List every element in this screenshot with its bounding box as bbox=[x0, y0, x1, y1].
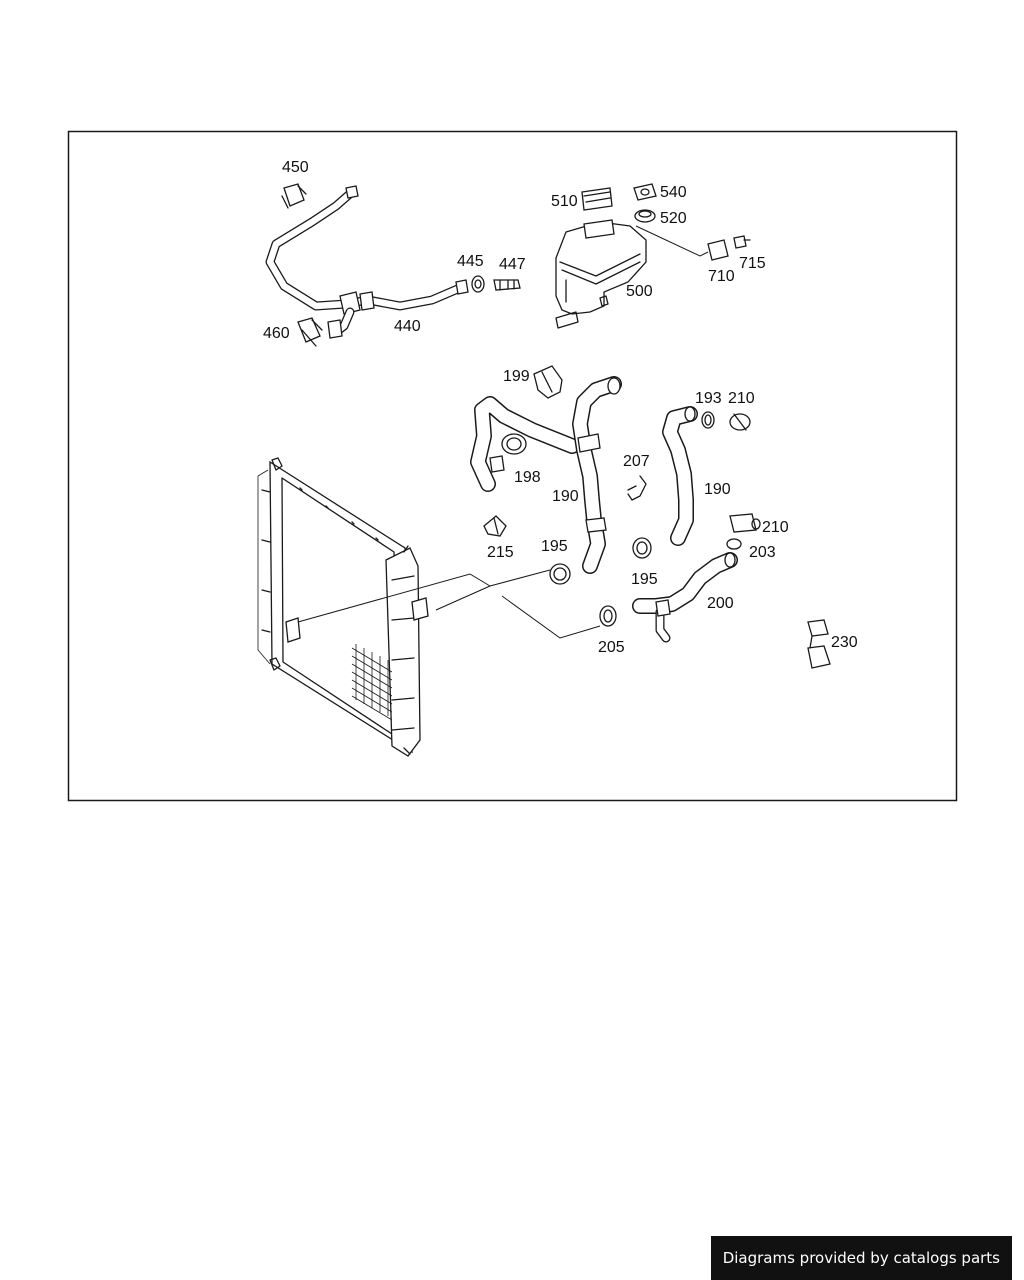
label-190-left: 190 bbox=[552, 488, 579, 505]
label-230: 230 bbox=[831, 634, 858, 651]
label-207: 207 bbox=[623, 453, 650, 470]
clip-450[interactable] bbox=[281, 183, 307, 209]
label-198: 198 bbox=[514, 469, 541, 486]
label-203: 203 bbox=[749, 544, 776, 561]
hose-upper-left[interactable] bbox=[470, 396, 580, 492]
clamp-445[interactable] bbox=[471, 275, 485, 293]
label-215: 215 bbox=[487, 544, 514, 561]
radiator[interactable] bbox=[257, 457, 429, 757]
label-460: 460 bbox=[263, 325, 290, 342]
clip-215[interactable] bbox=[483, 515, 507, 537]
expansion-tank-500[interactable] bbox=[555, 219, 647, 329]
clamp-195-left[interactable] bbox=[549, 563, 571, 585]
label-450: 450 bbox=[282, 159, 309, 176]
clip-207[interactable] bbox=[627, 475, 647, 501]
label-195-left: 195 bbox=[541, 538, 568, 555]
label-520: 520 bbox=[660, 210, 687, 227]
clamp-198[interactable] bbox=[501, 433, 527, 455]
clip-460[interactable] bbox=[297, 317, 323, 347]
hose-stub-198[interactable] bbox=[489, 455, 505, 473]
label-440: 440 bbox=[394, 318, 421, 335]
label-193: 193 bbox=[695, 390, 722, 407]
label-540: 540 bbox=[660, 184, 687, 201]
fitting-447[interactable] bbox=[493, 279, 521, 291]
label-200: 200 bbox=[707, 595, 734, 612]
label-190-right: 190 bbox=[704, 481, 731, 498]
label-205: 205 bbox=[598, 639, 625, 656]
clamp-205[interactable] bbox=[599, 605, 617, 627]
sensor-710[interactable] bbox=[707, 239, 729, 261]
hose-200[interactable] bbox=[632, 552, 738, 643]
nut-540[interactable] bbox=[633, 183, 657, 201]
hose-190-left[interactable] bbox=[572, 376, 622, 574]
connector-715[interactable] bbox=[733, 235, 751, 249]
clamp-195-right[interactable] bbox=[632, 537, 652, 559]
label-500: 500 bbox=[626, 283, 653, 300]
label-195-right: 195 bbox=[631, 571, 658, 588]
label-445: 445 bbox=[457, 253, 484, 270]
hose-190-right[interactable] bbox=[662, 406, 698, 546]
clip-230[interactable] bbox=[807, 619, 831, 669]
label-210-top: 210 bbox=[728, 390, 755, 407]
ring-203[interactable] bbox=[726, 538, 742, 550]
clamp-210-top[interactable] bbox=[729, 413, 751, 431]
label-210-mid: 210 bbox=[762, 519, 789, 536]
diagram-frame bbox=[67, 130, 958, 802]
label-447: 447 bbox=[499, 256, 526, 273]
label-715: 715 bbox=[739, 255, 766, 272]
seal-520[interactable] bbox=[634, 209, 656, 223]
label-510: 510 bbox=[551, 193, 578, 210]
hose-440[interactable] bbox=[265, 185, 469, 339]
clamp-210-mid[interactable] bbox=[729, 513, 761, 533]
label-199: 199 bbox=[503, 368, 530, 385]
footer-credit-banner: Diagrams provided by catalogs parts bbox=[710, 1236, 1012, 1280]
ring-193[interactable] bbox=[701, 411, 715, 429]
label-710: 710 bbox=[708, 268, 735, 285]
clamp-199[interactable] bbox=[533, 365, 563, 399]
cap-510[interactable] bbox=[581, 187, 613, 211]
